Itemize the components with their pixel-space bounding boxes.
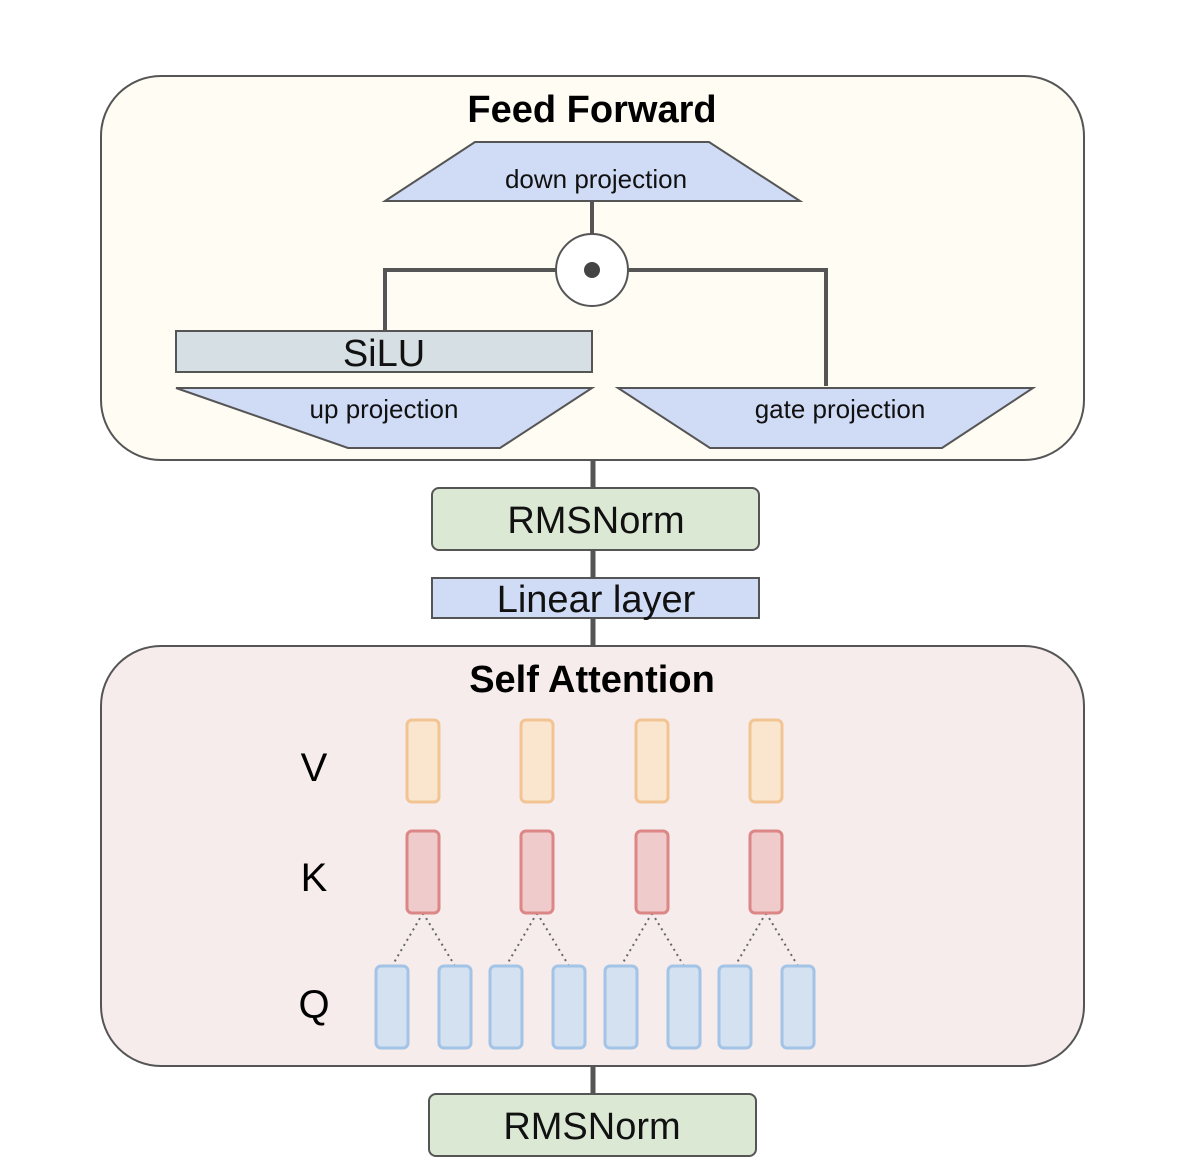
query-head (551, 964, 587, 1050)
down-projection-label: down projection (505, 164, 687, 194)
v-row-label: V (301, 746, 328, 790)
key-head (405, 829, 441, 915)
key-head (634, 829, 670, 915)
linear-layer: Linear layer (431, 577, 760, 621)
query-head (717, 964, 753, 1050)
silu-box (175, 330, 593, 373)
attention-heads (374, 718, 816, 1050)
rmsnorm-bottom-label: RMSNorm (503, 1106, 680, 1148)
kq-link (620, 912, 653, 967)
rmsnorm-top: RMSNorm (431, 487, 760, 551)
kq-link (734, 912, 767, 967)
self-attention-title: Self Attention (469, 659, 715, 701)
value-head (519, 718, 555, 804)
gate-projection-label: gate projection (755, 394, 926, 424)
kq-link (765, 912, 799, 967)
k-row-label: K (301, 856, 328, 900)
linear-layer-box (431, 577, 760, 619)
q-row-label: Q (298, 983, 329, 1027)
kq-link (391, 912, 424, 967)
kq-link (505, 912, 538, 967)
self-attention-container (100, 645, 1085, 1067)
query-head (374, 964, 410, 1050)
wire-multiply-to-gate (628, 268, 828, 386)
value-head (634, 718, 670, 804)
rmsnorm-bottom: RMSNorm (428, 1093, 757, 1157)
self-attention-block: Self Attention V K Q (100, 645, 1085, 1067)
kq-link (422, 912, 456, 967)
key-head (519, 829, 555, 915)
query-head (603, 964, 639, 1050)
silu-label: SiLU (343, 333, 425, 375)
query-head (666, 964, 702, 1050)
rmsnorm-top-label: RMSNorm (507, 500, 684, 542)
feed-forward-title: Feed Forward (467, 89, 716, 131)
query-head (437, 964, 473, 1050)
query-head (488, 964, 524, 1050)
kq-link (651, 912, 685, 967)
value-head (748, 718, 784, 804)
up-projection-label: up projection (310, 394, 459, 424)
up-projection-shape (175, 387, 596, 449)
feed-forward-block: Feed Forward down projection SiLU up pro… (100, 75, 1085, 461)
query-head (780, 964, 816, 1050)
value-head (405, 718, 441, 804)
linear-layer-label: Linear layer (497, 579, 696, 621)
key-head (748, 829, 784, 915)
gate-projection-shape (614, 387, 1037, 449)
down-projection-shape (381, 141, 804, 202)
rmsnorm-top-box (431, 487, 760, 551)
rmsnorm-bottom-box (428, 1093, 757, 1157)
kq-link (536, 912, 570, 967)
multiply-dot-icon (584, 262, 600, 278)
wire-multiply-to-silu (383, 268, 556, 332)
